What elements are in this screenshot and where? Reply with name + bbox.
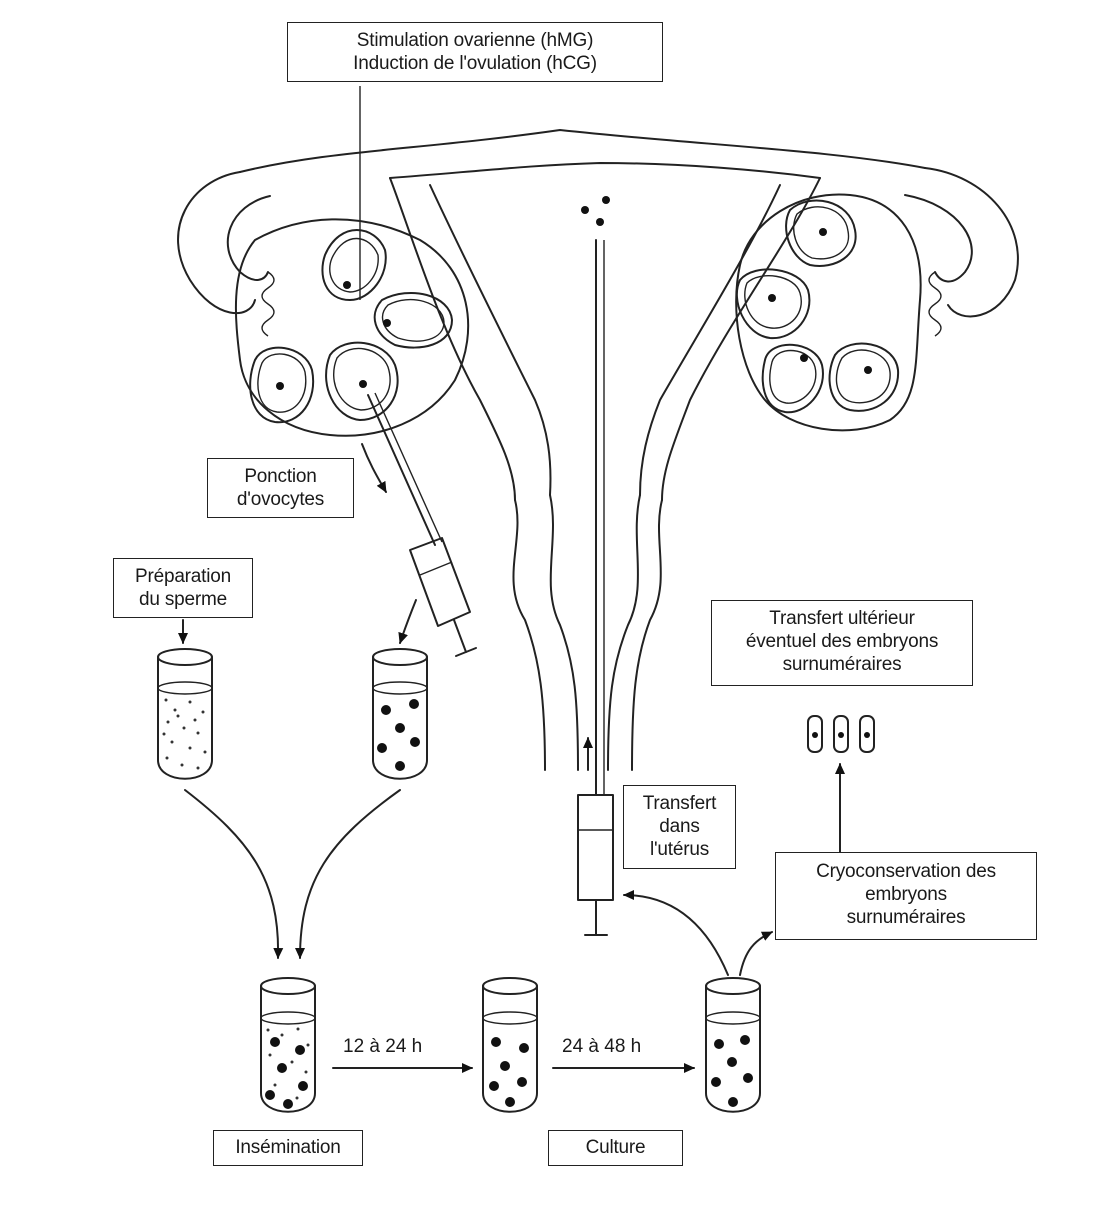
ponction-label: Ponction d'ovocytes bbox=[207, 458, 354, 518]
cryo-vials bbox=[808, 716, 874, 752]
preparation-label: Préparation du sperme bbox=[113, 558, 253, 618]
ponction-line-2: d'ovocytes bbox=[216, 488, 345, 511]
transfert-uterus-label: Transfert dans l'utérus bbox=[623, 785, 736, 869]
cryo-line-3: surnuméraires bbox=[784, 906, 1028, 929]
oocyte-tube bbox=[373, 649, 427, 779]
stimulation-label: Stimulation ovarienne (hMG) Induction de… bbox=[287, 22, 663, 82]
sperm-tube bbox=[158, 649, 212, 779]
insemination-label: Insémination bbox=[213, 1130, 363, 1166]
insemination-text: Insémination bbox=[222, 1136, 354, 1159]
time-12-24-label: 12 à 24 h bbox=[343, 1036, 422, 1058]
transfert-ulterieur-line-2: éventuel des embryons bbox=[720, 630, 964, 653]
stimulation-line-2: Induction de l'ovulation (hCG) bbox=[296, 52, 654, 75]
transfert-uterus-line-1: Transfert bbox=[632, 792, 727, 815]
insemination-tube bbox=[261, 978, 315, 1112]
culture-label: Culture bbox=[548, 1130, 683, 1166]
transfer-catheter bbox=[578, 240, 613, 935]
stimulation-line-1: Stimulation ovarienne (hMG) bbox=[296, 29, 654, 52]
transfert-ulterieur-line-1: Transfert ultérieur bbox=[720, 607, 964, 630]
preparation-line-2: du sperme bbox=[122, 588, 244, 611]
transfert-uterus-line-3: l'utérus bbox=[632, 838, 727, 861]
cryo-line-1: Cryoconservation des bbox=[784, 860, 1028, 883]
culture-tube-1 bbox=[483, 978, 537, 1112]
transfert-uterus-line-2: dans bbox=[632, 815, 727, 838]
embryos-in-uterus bbox=[581, 196, 610, 226]
ponction-line-1: Ponction bbox=[216, 465, 345, 488]
right-ovary bbox=[736, 194, 920, 430]
time-24-48-label: 24 à 48 h bbox=[562, 1036, 641, 1058]
left-ovary bbox=[236, 219, 468, 435]
preparation-line-1: Préparation bbox=[122, 565, 244, 588]
transfert-ulterieur-label: Transfert ultérieur éventuel des embryon… bbox=[711, 600, 973, 686]
cryoconservation-label: Cryoconservation des embryons surnumérai… bbox=[775, 852, 1037, 940]
cryo-line-2: embryons bbox=[784, 883, 1028, 906]
transfert-ulterieur-line-3: surnuméraires bbox=[720, 653, 964, 676]
culture-tube-2 bbox=[706, 978, 760, 1112]
culture-text: Culture bbox=[557, 1136, 674, 1159]
